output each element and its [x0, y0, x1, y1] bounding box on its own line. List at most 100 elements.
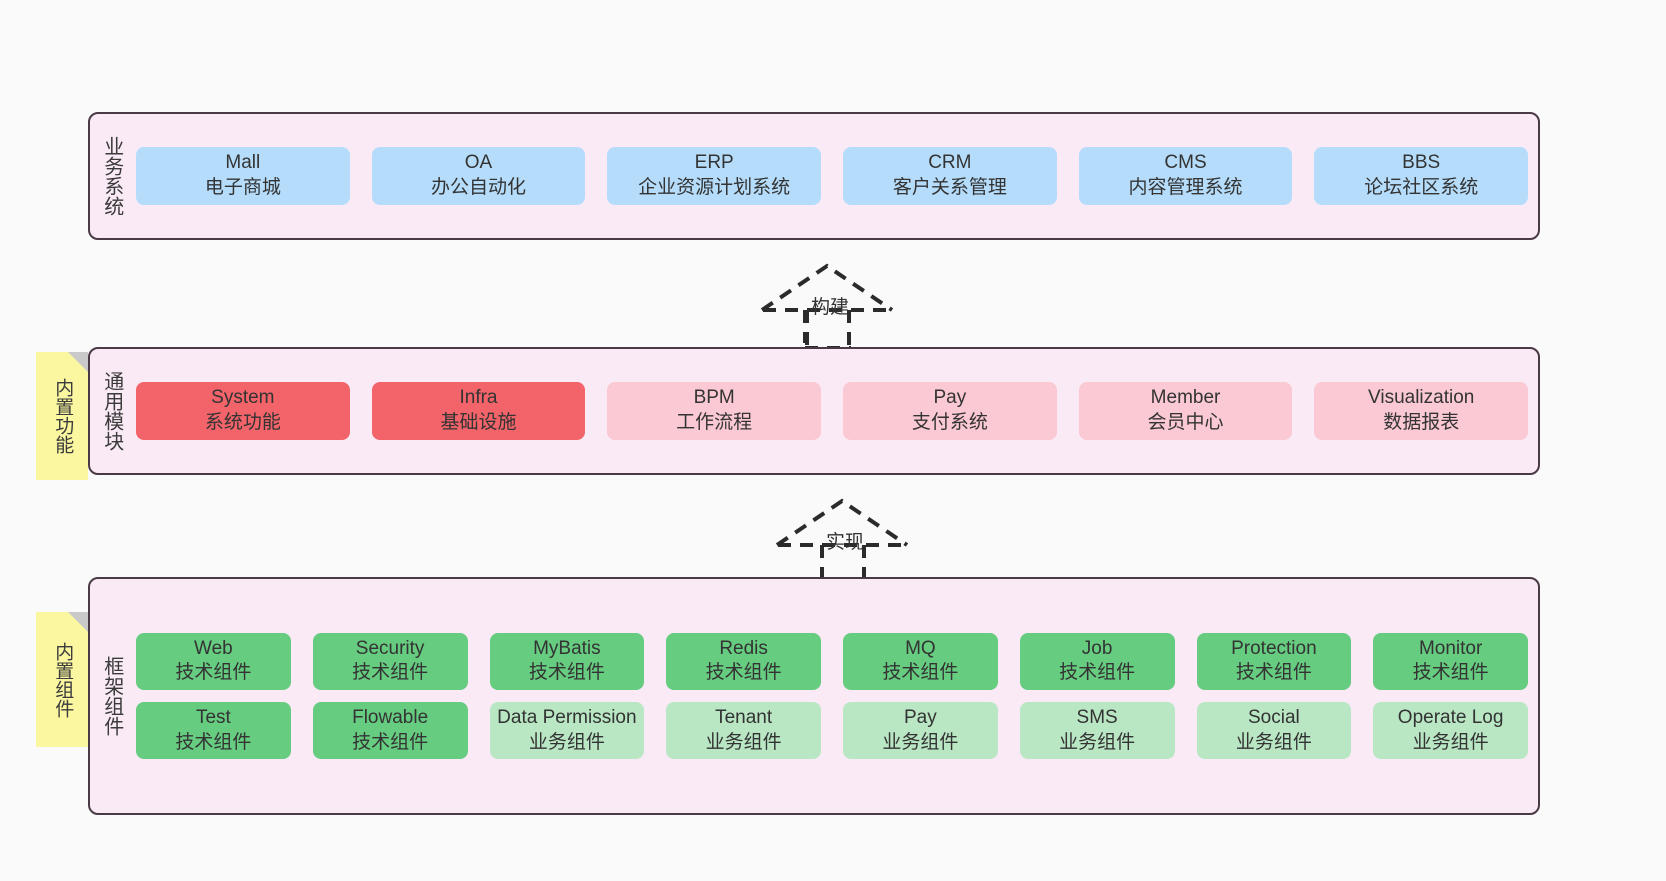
box-title: Operate Log	[1397, 707, 1504, 728]
connector-implement-label: 实现	[826, 532, 865, 553]
box-flowable[interactable]: Flowable 技术组件	[312, 702, 468, 760]
box-subtitle: 业务组件	[528, 731, 605, 753]
layer-body-framework-component: Web 技术组件 Security 技术组件 MyBatis 技术组件 Redi…	[132, 579, 1538, 813]
box-subtitle: 业务组件	[882, 731, 959, 753]
box-title: Redis	[719, 637, 768, 659]
box-operate-log[interactable]: Operate Log 业务组件	[1373, 702, 1528, 760]
box-bbs[interactable]: BBS 论坛社区系统	[1314, 147, 1529, 205]
box-title: CMS	[1164, 152, 1207, 174]
box-subtitle: 技术组件	[175, 731, 252, 753]
connector-build-label: 构建	[811, 297, 850, 318]
box-title: Test	[195, 707, 231, 728]
box-title: ERP	[694, 152, 734, 174]
box-bpm[interactable]: BPM 工作流程	[607, 382, 822, 440]
box-subtitle: 技术组件	[175, 662, 252, 684]
box-security[interactable]: Security 技术组件	[312, 632, 468, 690]
box-infra[interactable]: Infra 基础设施	[371, 382, 586, 440]
box-subtitle: 工作流程	[676, 412, 753, 433]
box-title: Social	[1248, 707, 1300, 728]
box-title: Infra	[459, 387, 498, 409]
box-subtitle: 业务组件	[705, 731, 782, 753]
note-fold-corner-icon	[68, 612, 88, 632]
box-title: Member	[1150, 387, 1221, 409]
box-monitor[interactable]: Monitor 技术组件	[1373, 632, 1528, 690]
box-subtitle: 支付系统	[911, 412, 988, 433]
box-subtitle: 技术组件	[882, 662, 959, 684]
box-subtitle: 论坛社区系统	[1364, 177, 1479, 198]
note-label: 内置组件	[52, 641, 74, 718]
box-title: OA	[464, 152, 493, 174]
box-subtitle: 业务组件	[1235, 731, 1312, 753]
layer-business-system: 业务系统 Mall 电子商城 OA 办公自动化 ERP 企业资源计划系统 CRM…	[88, 112, 1540, 240]
layer-common-module: 通用模块 System 系统功能 Infra 基础设施 BPM 工作流程 Pay…	[88, 347, 1540, 475]
box-tenant[interactable]: Tenant 业务组件	[666, 702, 821, 760]
box-mall[interactable]: Mall 电子商城	[136, 147, 350, 205]
box-title: Mall	[225, 152, 261, 174]
box-visualization[interactable]: Visualization 数据报表	[1314, 382, 1529, 440]
box-title: Pay	[904, 707, 937, 728]
box-subtitle: 技术组件	[352, 731, 429, 753]
box-title: BPM	[693, 387, 735, 409]
box-title: Security	[355, 637, 425, 659]
box-mybatis[interactable]: MyBatis 技术组件	[489, 632, 645, 690]
box-subtitle: 技术组件	[1059, 662, 1136, 684]
box-subtitle: 技术组件	[1412, 662, 1489, 684]
layer-row: Test 技术组件 Flowable 技术组件 Data Permission …	[136, 702, 1528, 760]
box-pay-module[interactable]: Pay 支付系统	[843, 382, 1057, 440]
box-title: MQ	[905, 637, 936, 659]
box-pay-component[interactable]: Pay 业务组件	[843, 702, 998, 760]
note-builtin-function: 内置功能	[36, 352, 88, 480]
box-title: Protection	[1231, 637, 1317, 659]
box-subtitle: 基础设施	[440, 412, 517, 433]
box-subtitle: 技术组件	[705, 662, 782, 684]
box-title: System	[211, 387, 275, 409]
box-redis[interactable]: Redis 技术组件	[666, 632, 821, 690]
box-subtitle: 技术组件	[352, 662, 429, 684]
layer-row: System 系统功能 Infra 基础设施 BPM 工作流程 Pay 支付系统…	[136, 382, 1529, 440]
box-system[interactable]: System 系统功能	[136, 382, 350, 440]
box-subtitle: 业务组件	[1059, 731, 1136, 753]
box-subtitle: 技术组件	[528, 662, 605, 684]
box-title: MyBatis	[533, 637, 601, 659]
layer-body-business-system: Mall 电子商城 OA 办公自动化 ERP 企业资源计划系统 CRM 客户关系…	[132, 114, 1538, 238]
box-title: BBS	[1402, 152, 1441, 174]
box-test[interactable]: Test 技术组件	[136, 702, 291, 760]
box-job[interactable]: Job 技术组件	[1019, 632, 1175, 690]
box-web[interactable]: Web 技术组件	[136, 632, 291, 690]
note-builtin-component: 内置组件	[36, 612, 88, 747]
box-title: Job	[1081, 637, 1113, 659]
box-sms[interactable]: SMS 业务组件	[1019, 702, 1175, 760]
box-member[interactable]: Member 会员中心	[1078, 382, 1293, 440]
layer-title-common-module: 通用模块	[100, 371, 123, 451]
box-subtitle: 数据报表	[1383, 412, 1460, 433]
box-title: Data Permission	[497, 707, 637, 728]
box-subtitle: 客户关系管理	[892, 177, 1007, 198]
layer-row: Mall 电子商城 OA 办公自动化 ERP 企业资源计划系统 CRM 客户关系…	[136, 147, 1529, 205]
box-subtitle: 业务组件	[1412, 731, 1489, 753]
box-data-permission[interactable]: Data Permission 业务组件	[489, 702, 645, 760]
box-cms[interactable]: CMS 内容管理系统	[1078, 147, 1293, 205]
box-title: Monitor	[1418, 637, 1483, 659]
box-social[interactable]: Social 业务组件	[1196, 702, 1352, 760]
box-subtitle: 办公自动化	[431, 177, 527, 198]
layer-row: Web 技术组件 Security 技术组件 MyBatis 技术组件 Redi…	[136, 632, 1528, 690]
box-subtitle: 内容管理系统	[1128, 177, 1243, 198]
box-subtitle: 会员中心	[1147, 412, 1224, 433]
box-title: SMS	[1076, 707, 1118, 728]
box-crm[interactable]: CRM 客户关系管理	[843, 147, 1057, 205]
box-title: Tenant	[715, 707, 773, 728]
box-title: Visualization	[1368, 387, 1475, 409]
box-oa[interactable]: OA 办公自动化	[371, 147, 586, 205]
box-subtitle: 电子商城	[204, 177, 281, 198]
box-subtitle: 系统功能	[204, 412, 281, 433]
box-subtitle: 技术组件	[1235, 662, 1312, 684]
layer-title-business-system: 业务系统	[100, 136, 123, 216]
connector-implement-arrow	[775, 498, 909, 547]
box-mq[interactable]: MQ 技术组件	[843, 632, 998, 690]
layer-body-common-module: System 系统功能 Infra 基础设施 BPM 工作流程 Pay 支付系统…	[132, 349, 1538, 473]
box-erp[interactable]: ERP 企业资源计划系统	[607, 147, 822, 205]
note-fold-corner-icon	[68, 352, 88, 372]
box-protection[interactable]: Protection 技术组件	[1196, 632, 1352, 690]
box-title: Flowable	[352, 707, 429, 728]
